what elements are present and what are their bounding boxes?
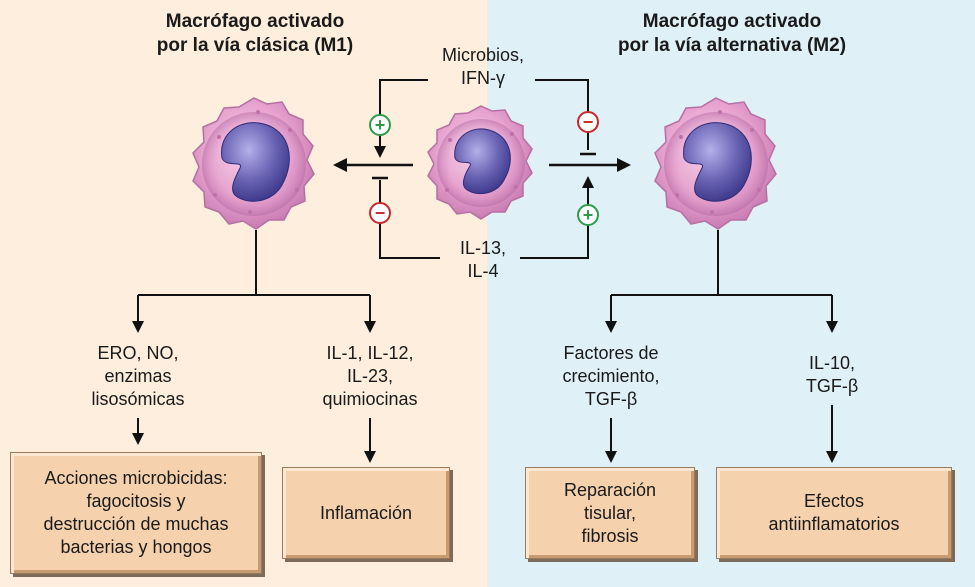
box-microbicidal-actions: Acciones microbicidas: fagocitosis y des…: [10, 452, 262, 574]
svg-text:−: −: [375, 203, 386, 223]
svg-text:+: +: [583, 205, 594, 225]
macrophage-m1-icon: [192, 97, 315, 230]
minus-badge-top: −: [577, 111, 599, 133]
svg-text:+: +: [375, 115, 386, 135]
plus-badge-top: +: [369, 114, 391, 136]
box-inflammation: Inflamación: [282, 467, 450, 559]
macrophage-m2-icon: [654, 97, 777, 230]
m2-product-il10: IL-10, TGF-β: [805, 353, 859, 396]
svg-text:−: −: [583, 112, 594, 132]
m2-title: Macrófago activado por la vía alternativ…: [617, 11, 847, 56]
m2-product-growth-factors: Factores de crecimiento, TGF-β: [562, 343, 660, 409]
microbes-to-m1-line: [379, 79, 428, 150]
m1-product-interleukins: IL-1, IL-12, IL-23, quimiocinas: [322, 343, 418, 409]
macrophage-resting-icon: [427, 105, 533, 220]
il13-il4-label: IL-13, IL-4: [459, 238, 507, 281]
box-tissue-repair: Reparación tisular, fibrosis: [525, 467, 695, 559]
plus-badge-bottom: +: [577, 204, 599, 226]
box-anti-inflammatory: Efectos antiinflamatorios: [716, 467, 952, 559]
output-arrows: [132, 230, 838, 463]
m1-product-ero-no: ERO, NO, enzimas lisosómicas: [91, 343, 185, 409]
minus-badge-bottom: −: [369, 202, 391, 224]
m1-title: Macrófago activado por la vía clásica (M…: [156, 11, 354, 56]
activation-arrows: [333, 158, 631, 172]
microbes-ifn-label: Microbios, IFN-γ: [441, 45, 525, 88]
